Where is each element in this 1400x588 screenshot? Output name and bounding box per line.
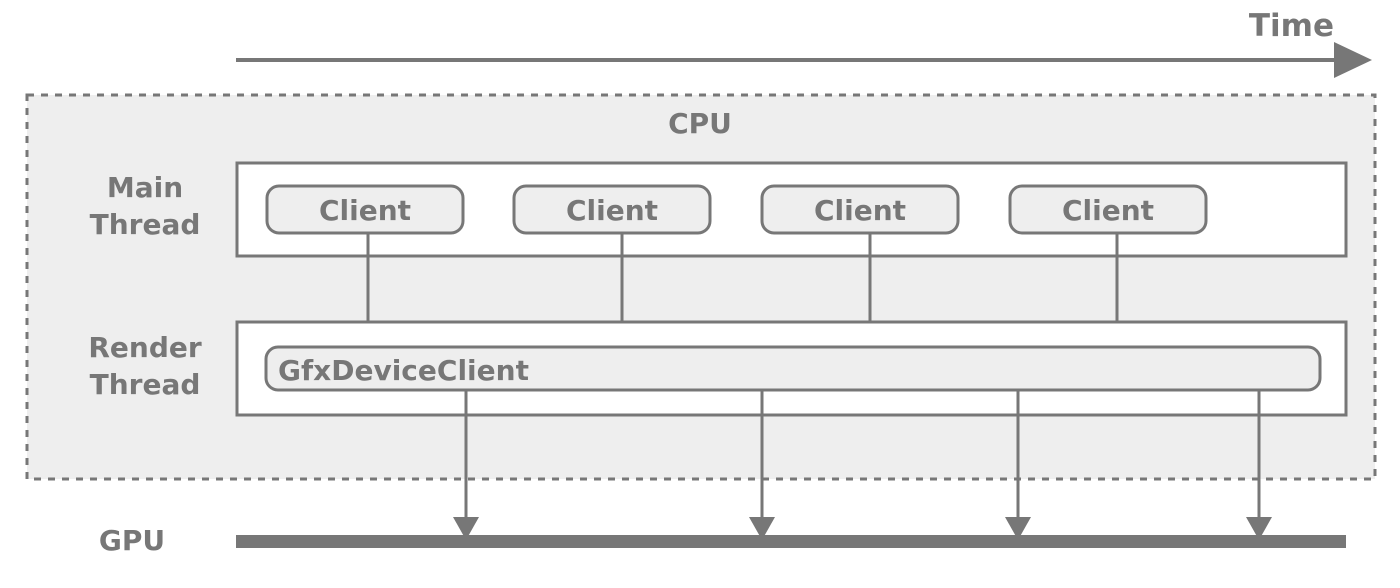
render-thread-label-line2: Thread	[90, 368, 201, 401]
render-to-gpu-arrows	[453, 390, 1272, 540]
client-node-2-box[interactable]	[512, 184, 712, 235]
gpu-label: GPU	[99, 524, 165, 557]
client-node-4-box[interactable]	[1008, 184, 1208, 235]
main-thread-row: Main Thread Client Client Client Client	[90, 161, 1348, 258]
render-thread-label-line1: Render	[88, 331, 202, 364]
gpu-timeline-bar	[236, 535, 1346, 548]
render-to-gpu-arrow-2	[749, 390, 775, 540]
gpu-row: GPU	[99, 524, 1346, 557]
render-to-gpu-arrow-4	[1246, 390, 1272, 540]
cpu-region: CPU	[25, 93, 1377, 481]
client-node-3[interactable]: Client	[760, 184, 960, 235]
main-thread-label-line2: Thread	[90, 208, 201, 241]
time-axis: Time	[236, 8, 1372, 78]
time-axis-label: Time	[1249, 8, 1334, 44]
client-node-4[interactable]: Client	[1008, 184, 1208, 235]
cpu-region-label: CPU	[668, 107, 732, 140]
client-node-1-box[interactable]	[265, 184, 465, 235]
main-thread-label-line1: Main	[107, 171, 183, 204]
client-node-4-label: Client	[1062, 194, 1154, 227]
client-node-3-label: Client	[814, 194, 906, 227]
render-to-gpu-arrow-3	[1005, 390, 1031, 540]
gfx-device-client-label: GfxDeviceClient	[278, 354, 529, 387]
render-to-gpu-arrow-1	[453, 390, 479, 540]
client-node-2-label: Client	[566, 194, 658, 227]
time-arrow-icon	[1334, 42, 1372, 78]
cpu-region-boundary	[25, 93, 1377, 481]
gfx-device-client-box[interactable]	[264, 345, 1322, 392]
client-node-2[interactable]: Client	[512, 184, 712, 235]
client-node-1-label: Client	[319, 194, 411, 227]
gfx-device-client-node[interactable]: GfxDeviceClient	[264, 345, 1322, 392]
client-node-1[interactable]: Client	[265, 184, 465, 235]
client-node-3-box[interactable]	[760, 184, 960, 235]
render-thread-row: Render Thread GfxDeviceClient	[88, 320, 1348, 417]
